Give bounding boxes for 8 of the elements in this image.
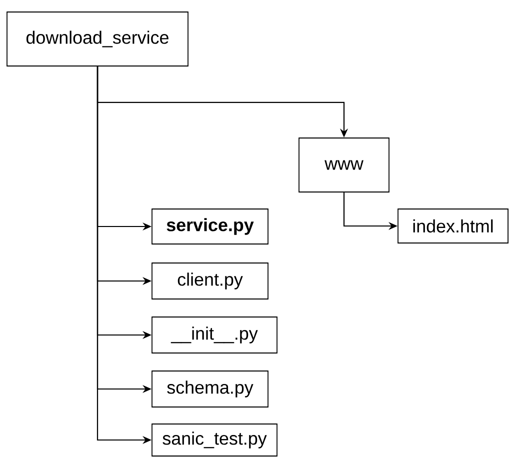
file-box: client.py (152, 262, 268, 300)
file-box: service.py (152, 208, 268, 244)
file-box: sanic_test.py (152, 424, 278, 456)
file-box: index.html (398, 208, 508, 244)
file-box: schema.py (152, 370, 268, 408)
folder-box: www (298, 138, 390, 192)
folder-box: download_service (6, 12, 188, 66)
file-box: __init__.py (152, 316, 278, 354)
